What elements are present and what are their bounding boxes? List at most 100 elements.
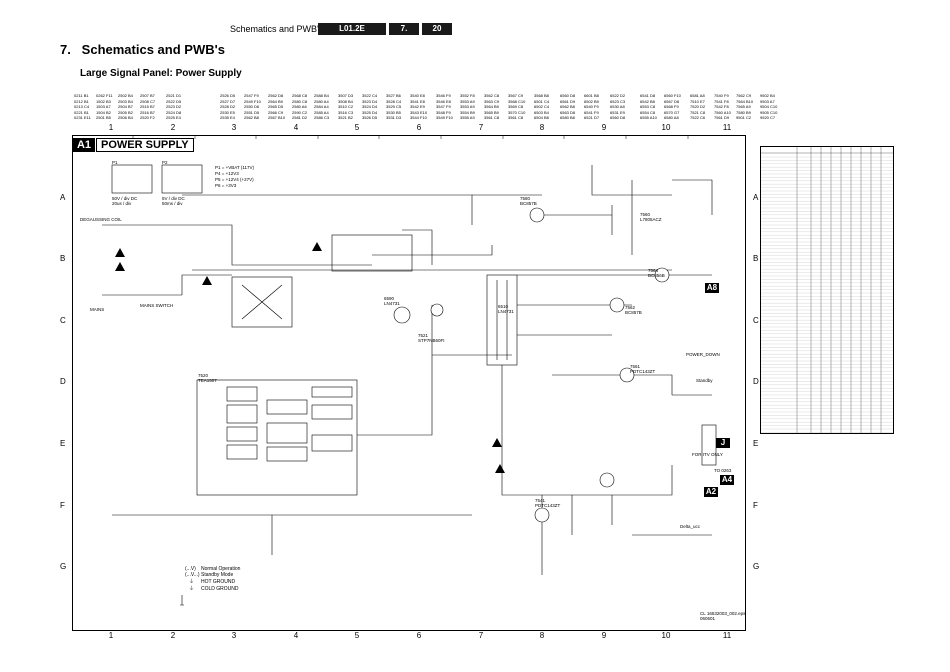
row-letter: F [60,501,65,510]
row-letter: C [753,316,759,325]
reference-column: 6522 D2 6523 C3 6530 A8 6531 E9 6560 D8 [610,93,626,121]
to-0263-label: TO 0263 [714,468,732,473]
column-number: 8 [539,123,545,132]
reference-column: 2521 D1 2522 D5 2523 D2 2524 D8 2525 E4 [166,93,182,121]
legend-symbol: (...V) [185,566,196,572]
component-t7564: 7564 BC856B [648,268,665,278]
page-title: 7. Schematics and PWB's [60,42,225,57]
block-title: POWER SUPPLY [96,138,194,152]
reference-index: 0211 B1 0212 B1 0213 C4 0221 B1 0231 E11… [74,93,894,123]
connector-badge-a4: A4 [720,475,734,485]
column-number: 11 [722,123,732,132]
column-number: 7 [478,631,484,640]
row-letter: G [753,562,760,571]
row-letter: E [753,439,759,448]
legend-text: COLD GROUND [201,586,239,592]
column-ruler-top: 1 2 3 4 5 6 7 8 9 10 11 [0,123,950,135]
p-value: P4 = +12V3 [215,171,239,176]
row-letter: B [60,254,66,263]
column-ruler-bottom: 1 2 3 4 5 6 7 8 9 10 11 [0,631,950,643]
p-value: P5 = +12V4 (+27V) [215,177,254,182]
scope-p1-setting: 50V / div DC 20us / div [112,196,138,206]
component-t7520: 7520 TEA1507 [198,373,217,383]
column-number: 2 [170,631,176,640]
block-id: A1 [73,138,95,152]
connector-badge-a8: A8 [705,283,719,293]
standby-label: Standby [696,378,713,383]
power-down-label: POWER_DOWN [686,352,720,357]
p-value: P6 = +3V3 [215,183,237,188]
mains-switch-label: MAINS SWITCH [140,303,174,308]
row-letter: B [753,254,759,263]
row-letter: D [60,377,66,386]
schematic-drawing [102,135,717,606]
column-number: 11 [722,631,732,640]
row-letter: E [60,439,66,448]
column-number: 5 [354,123,360,132]
scope-p1-label: P1 [112,160,118,165]
header-page: 20 [422,23,452,35]
degaussing-coil-label: DEGAUSSING COIL [80,217,122,222]
component-t7521: 7521 STP7NB60FI [418,333,445,343]
reference-column: 3527 B6 3528 C4 3529 C5 3530 B5 3531 D3 [386,93,402,121]
row-letter: A [753,193,759,202]
column-number: 7 [478,123,484,132]
reference-column: 3552 F8 3553 A9 3553 A9 3554 B9 3555 A9 [460,93,475,121]
column-number: 4 [293,123,299,132]
column-number: 9 [601,631,607,640]
reference-column: 2502 B4 2503 B4 2504 B7 2505 B2 2506 B4 [118,93,133,121]
reference-column: 2526 D5 2527 D7 2528 D2 2530 E5 2535 E4 [220,93,236,121]
reference-column: 3540 E8 3541 E8 3542 E9 3543 E10 3544 F1… [410,93,428,121]
column-number: 9 [601,123,607,132]
reference-column: 9502 B4 9503 A7 9504 C10 9505 C10 9520 C… [760,93,778,121]
reference-column: 3522 C4 3523 D4 3524 D4 3525 D4 3526 D5 [362,93,378,121]
column-number: 3 [231,123,237,132]
column-number: 10 [661,123,671,132]
column-number: 8 [539,631,545,640]
header-section-text: Schematics and PWB's [230,24,324,34]
reference-column: 3546 F9 3546 E8 3547 F9 3548 F9 3549 F10 [436,93,453,121]
column-number: 1 [108,123,114,132]
component-t7561: 7561 PDTC143ZT [630,364,656,374]
component-d6590: 6590 LN4731 [384,296,400,306]
reference-column: 6601 B8 6502 B9 6540 F9 6541 F9 6521 D7 [584,93,600,121]
p-value: P1 = +VBAT (117V) [215,165,255,170]
legend-text: Standby Mode [201,572,234,578]
reference-column: 3562 C8 3563 C9 3564 B9 3565 B9 3561 C8 [484,93,500,121]
row-letter: A [60,193,66,202]
scope-p2-label: P2 [162,160,168,165]
row-letter: C [60,316,66,325]
legend: (...V) Normal Operation (...V...) Standb… [185,566,305,598]
schematic-frame [72,135,746,631]
legend-symbol: (...V...) [185,572,200,578]
component-t7580: 7580 BC857B [520,196,537,206]
connector-badge-j: J [716,438,730,448]
column-number: 4 [293,631,299,640]
column-number: 6 [416,123,422,132]
reference-column: 2547 F9 2549 F10 2550 D6 2551 D5 2562 B8 [244,93,261,121]
header-chapter: 7. [389,23,419,35]
reference-column: 2562 D8 2564 B9 2565 D5 2566 C9 2567 B10 [268,93,286,121]
reference-column: 3507 D3 3508 B4 3510 C2 3516 C3 3521 B2 [338,93,354,121]
connector-badge-a2: A2 [704,487,718,497]
component-t7562: 7562 BC857B [625,305,642,315]
reference-column: 7562 C9 7564 B10 7565 A9 7580 B9 9501 C2 [736,93,754,121]
row-letter: G [60,562,67,571]
row-letter: F [753,501,758,510]
reference-column: 2588 B4 2580 A4 2584 A4 2585 A4 2586 C3 [314,93,330,121]
mains-label: MAINS [90,307,105,312]
component-t7560: 7560 L7805ACZ [640,212,662,222]
legend-hot-ground-icon: ⏚ [189,579,195,585]
scope-p2-setting: 5V / div DC 50ms / div [162,196,185,206]
for-itv-label: FOR ITV ONLY [692,452,723,457]
reference-column: 3568 B8 6501 C4 6502 C4 6503 B4 6504 B8 [534,93,550,121]
reference-column: 2568 C8 2580 C8 2580 A6 2590 C2 2581 D2 [292,93,308,121]
column-number: 5 [354,631,360,640]
reference-column: 7540 F9 7541 F8 7542 F8 7560 A10 7561 D9 [714,93,731,121]
column-number: 1 [108,631,114,640]
header-chassis: L01.2E [318,23,386,35]
reference-column: 0211 B1 0212 B1 0213 C4 0221 B1 0231 E11 [74,93,91,121]
reference-column: 6560 D8 6561 D9 6562 B8 6563 D8 6580 B8 [560,93,576,121]
diversity-table [760,146,894,434]
column-number: 2 [170,123,176,132]
